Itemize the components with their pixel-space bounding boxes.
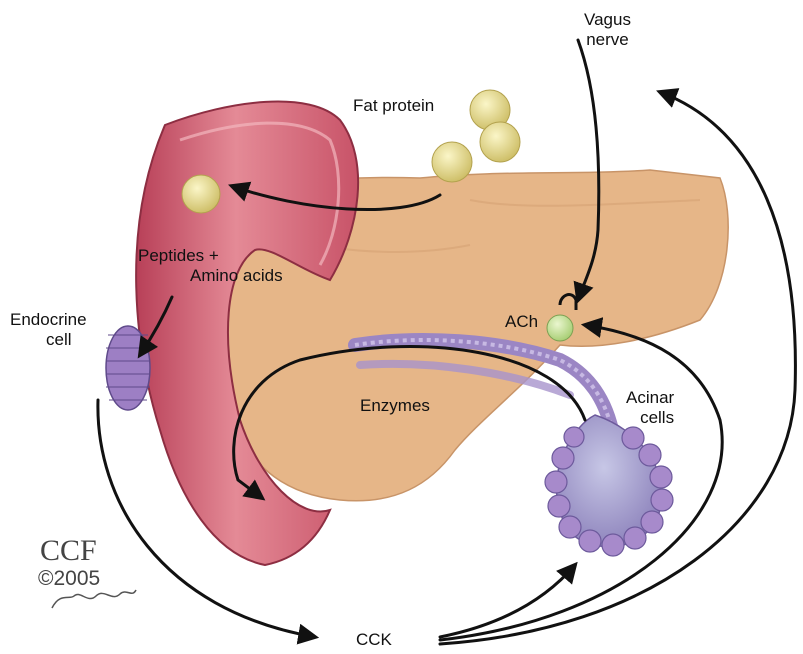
- endocrine-cell: [106, 326, 150, 410]
- acinar-cells-label: Acinar cells: [626, 388, 674, 428]
- signature-mark: [52, 590, 136, 608]
- endocrine-label-line1: Endocrine: [10, 310, 100, 330]
- fat-ball-2: [480, 122, 520, 162]
- vagus-label-line2: nerve: [584, 30, 631, 50]
- acinar-cluster: [545, 415, 673, 556]
- enzymes-label: Enzymes: [360, 396, 430, 416]
- cck-label: CCK: [356, 630, 392, 650]
- ccf-logo: CCF: [40, 536, 97, 566]
- peptides-label: Peptides + Amino acids: [138, 246, 283, 286]
- endocrine-label-line2: cell: [10, 330, 100, 350]
- ach-ball: [547, 315, 573, 341]
- vagus-nerve-label: Vagus nerve: [584, 10, 631, 50]
- peptides-label-line2: Amino acids: [138, 266, 283, 286]
- peptides-label-line1: Peptides +: [138, 246, 283, 266]
- fat-protein-label: Fat protein: [353, 96, 434, 116]
- fat-ball-3: [432, 142, 472, 182]
- acinar-label-line2: cells: [626, 408, 674, 428]
- absorbed-ball: [182, 175, 220, 213]
- vagus-label-line1: Vagus: [584, 10, 631, 30]
- endocrine-cell-label: Endocrine cell: [10, 310, 100, 350]
- copyright-year: ©2005: [38, 568, 100, 590]
- ach-label: ACh: [505, 312, 538, 332]
- acinar-label-line1: Acinar: [626, 388, 674, 408]
